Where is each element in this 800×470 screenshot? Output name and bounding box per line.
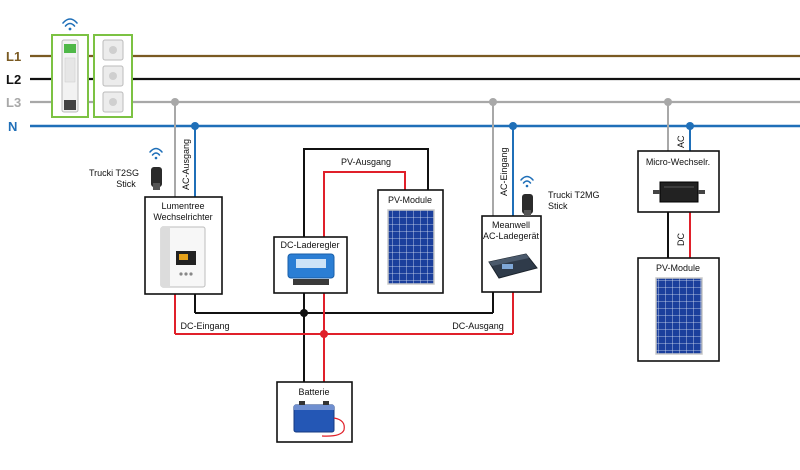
wifi-icon	[149, 147, 163, 160]
ac-charger-box	[481, 215, 542, 293]
ac-charger-label-line1: Meanwell	[492, 220, 530, 230]
trucki-2-label-line2: Stick	[548, 201, 568, 211]
bus-n-label: N	[8, 119, 17, 134]
battery-label: Batterie	[298, 387, 329, 397]
bus-l3-label: L3	[6, 95, 21, 110]
charge-controller-box	[273, 236, 348, 294]
pv-module-1-box	[377, 189, 444, 294]
trucki-1-label-line1: Trucki T2SG	[89, 168, 139, 178]
pv-module-1-label: PV-Module	[388, 195, 432, 205]
dc-in-label: DC-Eingang	[180, 321, 229, 331]
inverter-label-line1: Lumentree	[161, 201, 204, 211]
micro-inverter-label: Micro-Wechselr.	[646, 157, 710, 167]
ac-out-label: AC-Ausgang	[181, 139, 191, 190]
smart-meter	[51, 34, 133, 118]
pv-module-2-label: PV-Module	[656, 263, 700, 273]
micro-inverter-box	[637, 150, 720, 213]
charge-controller-label: DC-Laderegler	[280, 240, 339, 250]
trucki-1-label-line2: Stick	[116, 179, 136, 189]
ac-wire-label: AC	[676, 135, 686, 148]
wifi-icon	[62, 18, 78, 31]
pv-module-2-box	[637, 257, 720, 362]
dc-wire-label: DC	[676, 233, 686, 246]
dc-out-label: DC-Ausgang	[452, 321, 504, 331]
bus-l1-label: L1	[6, 49, 21, 64]
inverter-label-line2: Wechselrichter	[153, 212, 212, 222]
ac-in-label: AC-Eingang	[499, 147, 509, 196]
trucki-2-label-line1: Trucki T2MG	[548, 190, 600, 200]
bus-l2-label: L2	[6, 72, 21, 87]
inverter-box	[144, 196, 223, 295]
ac-charger-label-line2: AC-Ladegerät	[483, 231, 540, 241]
trucki-stick-1	[151, 167, 162, 190]
trucki-stick-2	[522, 194, 533, 216]
pv-out-label: PV-Ausgang	[341, 157, 391, 167]
wifi-icon	[520, 175, 534, 188]
battery-box	[276, 381, 353, 443]
